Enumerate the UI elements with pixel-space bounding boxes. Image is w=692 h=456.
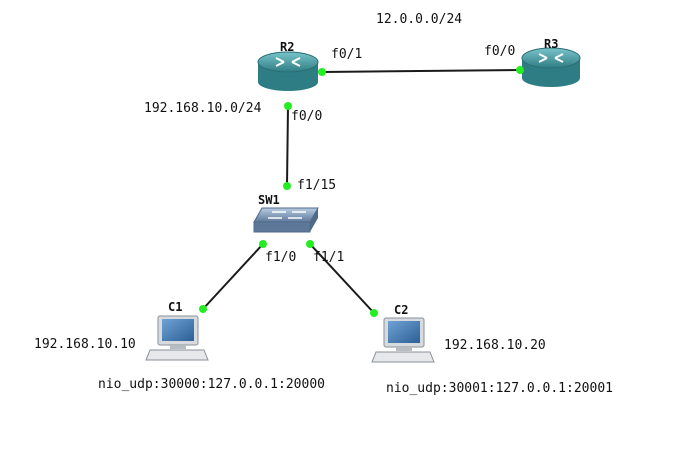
port-label-sw1-f1-15: f1/15 [297,178,337,193]
port-label-r2-f0-0: f0/0 [291,109,323,124]
router-r2-icon[interactable] [257,51,319,91]
device-name-r2: R2 [280,40,295,54]
link-sw1-c2[interactable] [309,243,375,314]
ip-label-c2: 192.168.10.20 [444,338,546,353]
pc-c1-icon[interactable] [145,315,209,361]
switch-sw1-icon[interactable] [253,207,319,233]
link-r2-sw1[interactable] [286,105,289,187]
network-label-r2-r3: 12.0.0.0/24 [376,12,463,27]
port-label-sw1-f1-0: f1/0 [265,250,297,265]
ip-label-c1: 192.168.10.10 [34,337,136,352]
port-dot-sw1-f1-15 [283,182,291,190]
port-label-r3-f0-0: f0/0 [484,44,516,59]
device-name-c2: C2 [394,303,409,317]
nio-label-c2: nio_udp:30001:127.0.0.1:20001 [386,381,613,396]
port-dot-sw1-f1-1 [306,240,314,248]
device-name-c1: C1 [168,300,183,314]
pc-c2-icon[interactable] [371,317,435,363]
port-label-r2-f0-1: f0/1 [331,47,363,62]
port-dot-r2-f0-0 [284,102,292,110]
port-dot-c2 [370,309,378,317]
router-r3-icon[interactable] [521,47,581,87]
device-name-sw1: SW1 [258,193,280,207]
link-sw1-c1[interactable] [202,243,264,310]
port-label-sw1-f1-1: f1/1 [313,250,345,265]
port-dot-c1 [199,305,207,313]
network-label-lan: 192.168.10.0/24 [144,101,262,116]
port-dot-sw1-f1-0 [259,240,267,248]
port-dot-r3-f0-0 [516,66,524,74]
link-r2-r3[interactable] [321,69,521,73]
port-dot-r2-f0-1 [318,68,326,76]
nio-label-c1: nio_udp:30000:127.0.0.1:20000 [98,377,325,392]
device-name-r3: R3 [544,37,559,51]
